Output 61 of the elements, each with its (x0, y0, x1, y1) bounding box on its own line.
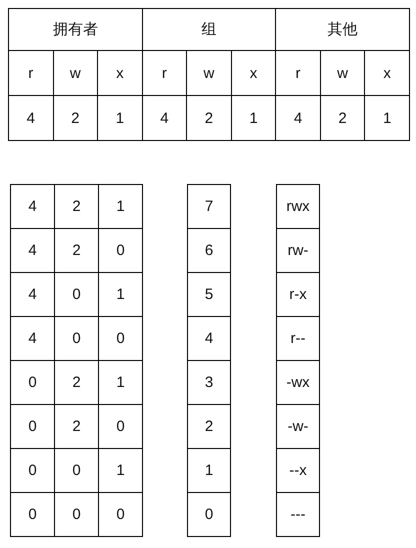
table-cell: 1 (364, 96, 410, 140)
table-cell: r (276, 50, 320, 96)
table-cell: 1 (231, 96, 276, 140)
table-cell: 0 (54, 448, 98, 492)
table-cell: 7 (188, 184, 230, 228)
table-cell: 0 (54, 492, 98, 536)
header-cell: 其他 (276, 8, 410, 50)
table-cell: -w- (276, 404, 320, 448)
table-cell: 4 (8, 96, 54, 140)
table-cell: rwx (276, 184, 320, 228)
table-cell: 4 (276, 96, 320, 140)
table-cell: 2 (54, 360, 98, 404)
table-cell: 2 (186, 96, 232, 140)
table-cell: 2 (53, 96, 98, 140)
table-cell: 0 (188, 492, 230, 536)
table-cell: r-x (276, 272, 320, 316)
table-cell: --- (276, 492, 320, 536)
table-cell: -wx (276, 360, 320, 404)
table-cell: rw- (276, 228, 320, 272)
header-cell: 拥有者 (8, 8, 142, 50)
table-cell: 4 (10, 184, 54, 228)
table-cell: 2 (320, 96, 365, 140)
table-cell: 6 (188, 228, 230, 272)
table-cell: 4 (142, 96, 187, 140)
table-cell: 4 (188, 316, 230, 360)
table-cell: 2 (54, 228, 98, 272)
table-cell: 0 (10, 404, 54, 448)
table-cell: 0 (10, 492, 54, 536)
table-cell: w (186, 50, 232, 96)
table-cell: 4 (10, 316, 54, 360)
table-cell: 0 (98, 492, 142, 536)
table-cell: 2 (54, 404, 98, 448)
table-cell: 0 (98, 228, 142, 272)
table-cell: x (364, 50, 410, 96)
table-cell: 0 (98, 404, 142, 448)
table-cell: 1 (98, 96, 142, 140)
table-cell: 0 (54, 316, 98, 360)
header-cell: 组 (142, 8, 276, 50)
table-cell: x (231, 50, 276, 96)
table-cell: 4 (10, 272, 54, 316)
table-cell: 1 (98, 360, 142, 404)
table-cell: 3 (188, 360, 230, 404)
table-cell: r (8, 50, 54, 96)
table-cell: 5 (188, 272, 230, 316)
table-cell: 4 (10, 228, 54, 272)
table-cell: 0 (54, 272, 98, 316)
table-cell: w (53, 50, 98, 96)
table-cell: 0 (10, 448, 54, 492)
table-cell: r-- (276, 316, 320, 360)
table-cell: --x (276, 448, 320, 492)
table-cell: w (320, 50, 365, 96)
table-cell: 1 (188, 448, 230, 492)
table-cell: x (98, 50, 142, 96)
table-cell: 1 (98, 184, 142, 228)
table-cell: 2 (54, 184, 98, 228)
table-cell: 2 (188, 404, 230, 448)
table-cell: 0 (98, 316, 142, 360)
table-cell: 1 (98, 272, 142, 316)
table-cell: 0 (10, 360, 54, 404)
table-cell: r (142, 50, 187, 96)
table-cell: 1 (98, 448, 142, 492)
